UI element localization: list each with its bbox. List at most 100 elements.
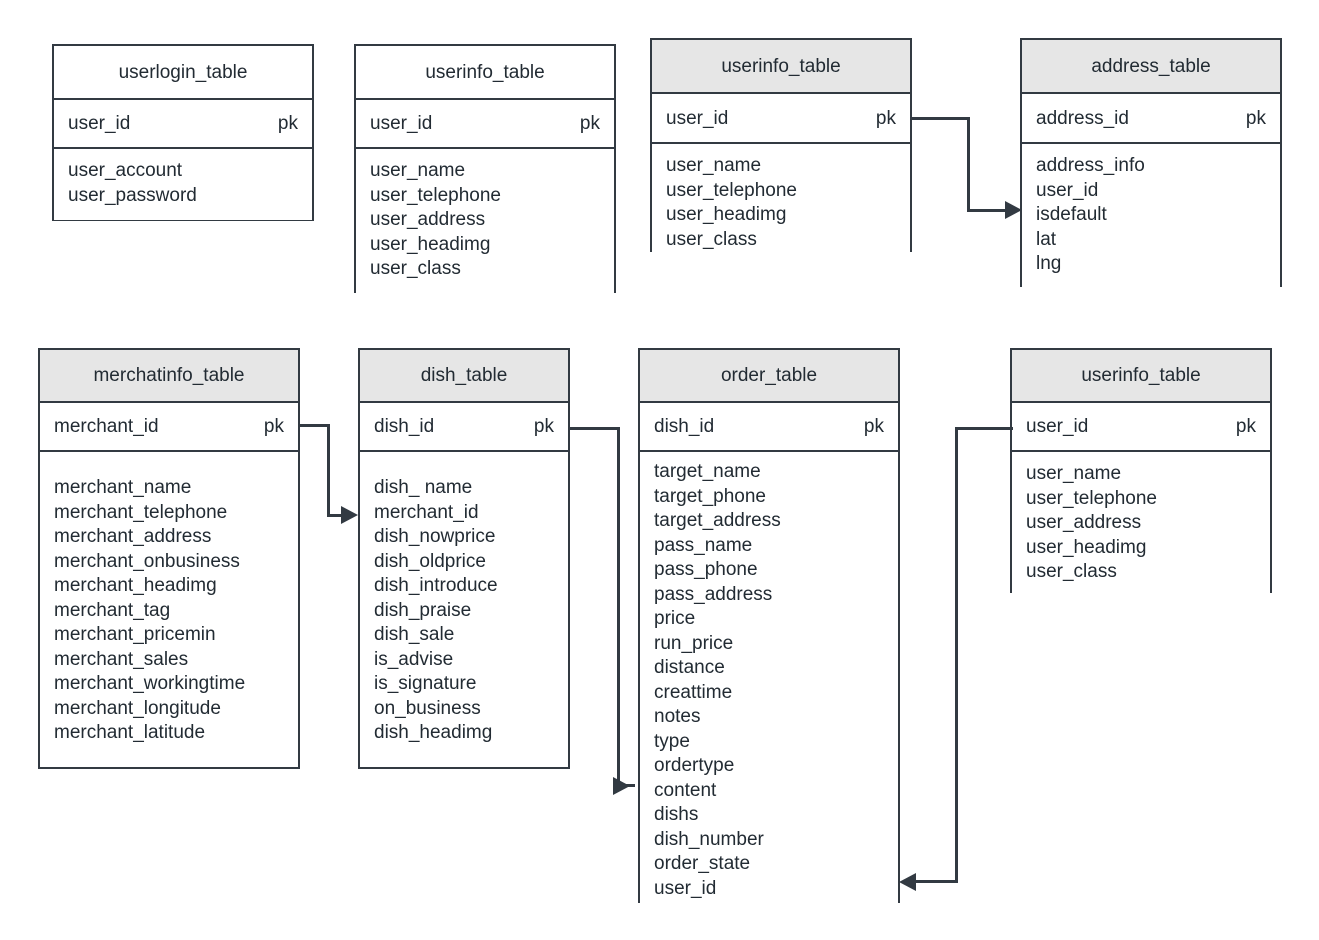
connector-segment — [955, 427, 958, 883]
entity-address-table[interactable]: address_table address_id pk address_info… — [1020, 38, 1282, 289]
field-row: content — [654, 779, 717, 801]
field-row: user_telephone — [370, 184, 501, 206]
entity-field-list: user_name user_telephone user_address us… — [356, 149, 614, 294]
pk-badge: pk — [579, 113, 600, 134]
field-row: user_telephone — [1026, 487, 1157, 509]
pk-field-name: user_id — [666, 107, 729, 129]
field-row: user_name — [1026, 463, 1122, 484]
field-row: user_address — [370, 209, 486, 230]
connector-segment — [915, 880, 958, 883]
field-row: on_business — [374, 697, 481, 719]
relationship-arrow-icon — [899, 873, 916, 891]
relationship-arrow-icon — [341, 506, 358, 524]
field-row: merchant_workingtime — [54, 673, 246, 694]
field-row: distance — [654, 657, 725, 678]
entity-pk-row: dish_id pk — [360, 403, 568, 452]
field-row: merchant_name — [54, 477, 192, 498]
field-row: lat — [1036, 228, 1057, 250]
entity-pk-row: address_id pk — [1022, 94, 1280, 144]
pk-badge: pk — [533, 416, 554, 437]
entity-pk-row: merchant_id pk — [40, 403, 298, 452]
field-row: merchant_pricemin — [54, 624, 216, 645]
field-row: user_id — [1036, 179, 1099, 201]
field-row: type — [654, 730, 690, 752]
pk-field-name: address_id — [1036, 107, 1129, 129]
field-row: target_name — [654, 461, 761, 482]
entity-title: userinfo_table — [652, 40, 910, 94]
pk-badge: pk — [277, 113, 298, 134]
field-row: user_telephone — [666, 179, 797, 201]
field-row: dish_praise — [374, 599, 472, 621]
field-row: dish_nowprice — [374, 526, 496, 547]
pk-field-name: merchant_id — [54, 416, 159, 437]
pk-badge: pk — [1235, 416, 1256, 437]
pk-field-name: user_id — [370, 113, 433, 134]
entity-title: userinfo_table — [1012, 350, 1270, 403]
entity-field-list: dish_ name merchant_id dish_nowprice dis… — [360, 452, 568, 758]
field-row: user_headimg — [1026, 536, 1147, 558]
pk-field-name: dish_id — [374, 416, 435, 437]
relationship-arrow-icon — [613, 777, 630, 795]
entity-pk-row: user_id pk — [1012, 403, 1270, 452]
field-row: dish_introduce — [374, 575, 498, 596]
entity-title: address_table — [1022, 40, 1280, 94]
connector-segment — [617, 427, 620, 787]
field-row: ordertype — [654, 755, 735, 776]
entity-userinfo-table-1[interactable]: userinfo_table user_id pk user_name user… — [354, 44, 616, 294]
entity-userinfo-table-2[interactable]: userinfo_table user_id pk user_name user… — [650, 38, 912, 264]
connector-segment — [967, 117, 970, 212]
entity-merchatinfo-table[interactable]: merchatinfo_table merchant_id pk merchan… — [38, 348, 300, 769]
field-row: user_class — [666, 228, 757, 250]
field-row: dish_number — [654, 828, 764, 850]
field-row: dish_oldprice — [374, 550, 486, 572]
field-row: address_info — [1036, 155, 1145, 176]
field-row: user_headimg — [370, 233, 491, 255]
entity-title: merchatinfo_table — [40, 350, 298, 403]
field-row: pass_address — [654, 583, 773, 605]
field-row: merchant_onbusiness — [54, 550, 240, 572]
field-row: pass_phone — [654, 559, 758, 580]
field-row: user_account — [68, 160, 183, 181]
entity-pk-row: dish_id pk — [640, 403, 898, 452]
field-row: dish_headimg — [374, 722, 493, 743]
relationship-arrow-icon — [1005, 201, 1022, 219]
field-row: is_signature — [374, 673, 477, 694]
connector-segment — [912, 117, 970, 120]
entity-field-list: merchant_name merchant_telephone merchan… — [40, 452, 298, 758]
field-row: user_class — [1026, 561, 1117, 582]
entity-title: userlogin_table — [54, 46, 312, 100]
connector-segment — [300, 424, 330, 427]
field-row: merchant_sales — [54, 648, 189, 670]
entity-dish-table[interactable]: dish_table dish_id pk dish_ name merchan… — [358, 348, 570, 769]
field-row: user_address — [1026, 512, 1142, 533]
connector-segment — [570, 427, 620, 430]
field-row: dishs — [654, 804, 699, 825]
entity-userlogin-table[interactable]: userlogin_table user_id pk user_account … — [52, 44, 314, 221]
pk-badge: pk — [863, 416, 884, 437]
pk-badge: pk — [263, 416, 284, 437]
field-row: price — [654, 608, 696, 629]
entity-title: dish_table — [360, 350, 568, 403]
field-row: target_address — [654, 510, 781, 531]
field-row: merchant_latitude — [54, 722, 206, 743]
field-row: merchant_telephone — [54, 501, 228, 523]
field-row: user_name — [666, 155, 762, 176]
field-row: user_password — [68, 184, 197, 206]
field-row: isdefault — [1036, 204, 1107, 225]
entity-pk-row: user_id pk — [652, 94, 910, 144]
connector-segment — [955, 427, 1013, 430]
entity-pk-row: user_id pk — [54, 100, 312, 149]
field-row: pass_name — [654, 534, 753, 556]
field-row: dish_sale — [374, 624, 455, 645]
field-row: user_headimg — [666, 204, 787, 225]
connector-segment — [327, 514, 347, 517]
connector-segment — [967, 209, 1011, 212]
pk-field-name: user_id — [1026, 416, 1089, 437]
entity-userinfo-table-3[interactable]: userinfo_table user_id pk user_name user… — [1010, 348, 1272, 597]
entity-field-list: address_info user_id isdefault lat lng — [1022, 144, 1280, 289]
field-row: user_id — [654, 877, 717, 899]
entity-order-table[interactable]: order_table dish_id pk target_name targe… — [638, 348, 900, 913]
connector-segment — [327, 424, 330, 517]
field-row: user_class — [370, 258, 461, 279]
